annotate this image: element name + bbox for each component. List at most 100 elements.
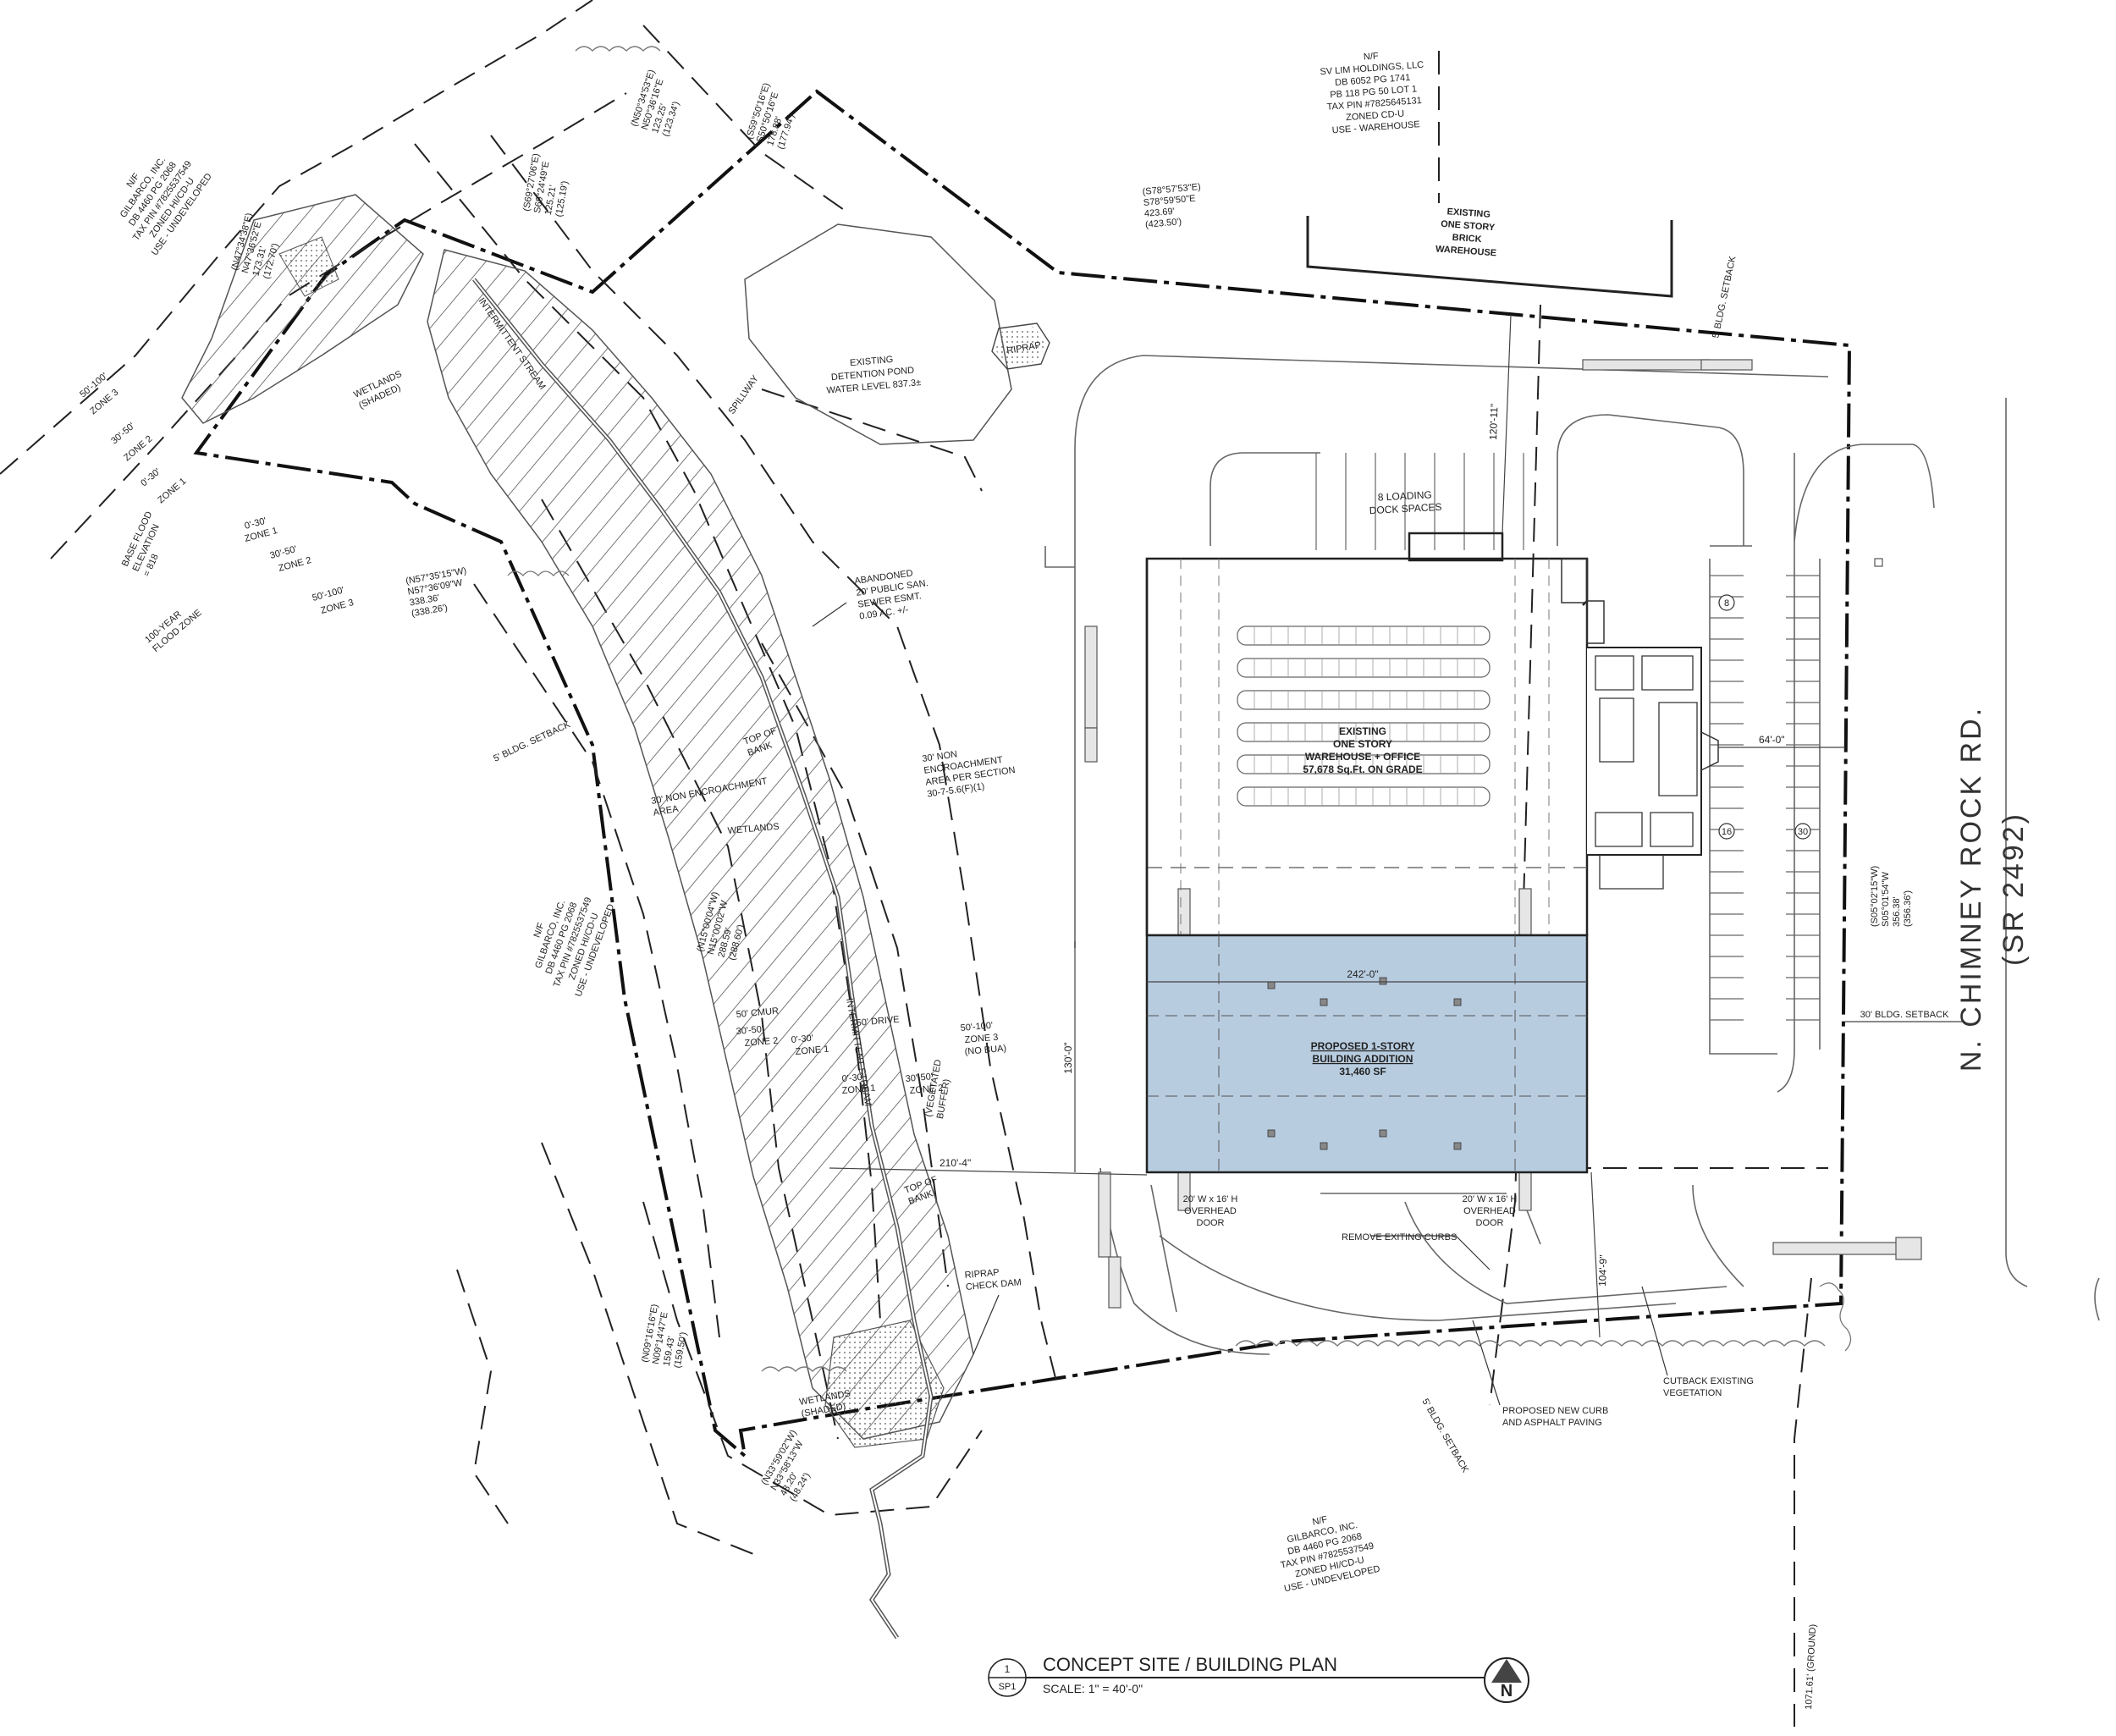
bearing-b11: 1071.61' (GROUND)	[1804, 1624, 1818, 1711]
pond-line: EXISTING	[850, 355, 894, 368]
bearing-line: (423.50')	[1145, 217, 1182, 230]
site-curbs	[1044, 355, 2100, 1355]
bearing-line: (S05°02'15"W)	[1870, 866, 1880, 927]
remove-curbs-note: REMOVE EXITING CURBS	[1342, 1232, 1457, 1243]
office-wing	[1587, 647, 1719, 890]
south-neighbor-text: N/F GILBARCO, INC. DB 4460 PG 2068 TAX P…	[1280, 1514, 1381, 1594]
rack-row	[1237, 786, 1491, 807]
zone-label: ZONE 2	[122, 434, 154, 464]
abandoned-sewer-label: ABANDONED 20' PUBLIC SAN. SEWER ESMT. 0.…	[854, 568, 929, 621]
bearing-b10: (N33°59'02"W) N33°58'13"W 48.20' (48.24'…	[759, 1428, 813, 1503]
stream-corridor	[181, 194, 974, 1640]
zone-label: 30'-50'	[905, 1072, 933, 1084]
note-line: AND ASPHALT PAVING	[1502, 1418, 1602, 1428]
svg-text:N: N	[1501, 1682, 1513, 1700]
warehouse-line: ONE STORY	[1441, 219, 1496, 233]
riprap-check-dam-label: RIPRAP CHECK DAM	[964, 1267, 1022, 1292]
title-block: 1 SP1 CONCEPT SITE / BUILDING PLAN SCALE…	[988, 1654, 1529, 1703]
spillway-label: SPILLWAY	[727, 373, 762, 416]
detention-pond-label: EXISTING DETENTION POND WATER LEVEL 837.…	[826, 355, 922, 396]
neighbor-line: USE - WAREHOUSE	[1331, 119, 1420, 135]
zone-label: ZONE 2	[909, 1083, 944, 1096]
check-dam-line: CHECK DAM	[965, 1277, 1022, 1292]
north-warehouse-label: EXISTING ONE STORY BRICK WAREHOUSE	[1435, 207, 1497, 258]
setback-northeast: 5' BLDG. SETBACK	[1711, 255, 1738, 339]
non-encroach-line: 30' NON	[922, 749, 958, 764]
dimension-height: 130'-0"	[1062, 1042, 1074, 1073]
loading-line: DOCK SPACES	[1369, 501, 1441, 516]
zone-label: ZONE 1	[156, 477, 188, 506]
addition-line: BUILDING ADDITION	[1313, 1053, 1413, 1065]
loading-line: 8 LOADING	[1377, 488, 1432, 503]
drawing-number: 1	[1005, 1663, 1011, 1675]
new-curb-note: PROPOSED NEW CURB AND ASPHALT PAVING	[1502, 1406, 1608, 1428]
existing-building-label: EXISTING ONE STORY WAREHOUSE + OFFICE 57…	[1303, 725, 1422, 775]
road-label: N. CHIMNEY ROCK RD. (SR 2492)	[1955, 706, 2030, 1072]
addition-line: 31,460 SF	[1339, 1066, 1386, 1077]
door-line: 20' W x 16' H	[1463, 1194, 1518, 1204]
rack-row	[1237, 658, 1491, 678]
bearing-b6: (N57°35'15"W) N57°36'09"W 338.36' (338.2…	[405, 566, 467, 620]
east-parking-stalls	[1315, 453, 1820, 1021]
zone-label: 50'-100'	[960, 1021, 993, 1033]
north-arrow-icon: N	[1484, 1657, 1529, 1703]
dimension-east: 64'-0"	[1759, 734, 1785, 746]
loading-dock-label: 8 LOADING DOCK SPACES	[1369, 488, 1441, 516]
zone-label: 50' CMUR	[736, 1006, 779, 1020]
zone-label: 0'-30'	[841, 1072, 864, 1084]
dimension-north: 120'-11"	[1487, 404, 1500, 440]
site-marker	[1874, 558, 1883, 567]
bearing-b3: (N50°34'53"E) N50°36'16"E 123.25' (123.3…	[629, 69, 681, 138]
wetlands-shaded-top: WETLANDS (SHADED)	[352, 369, 403, 411]
zone-label: (NO BUA)	[964, 1044, 1006, 1057]
bearing-b1: (S59°50'16"E) S50°50'16"E 178.88' (177.9…	[744, 81, 796, 151]
zone-label: ZONE 1	[795, 1044, 829, 1057]
addition-label: PROPOSED 1-STORY BUILDING ADDITION 31,46…	[1311, 1040, 1415, 1077]
north-warehouse-outline	[1306, 216, 1673, 298]
northwest-neighbor-text: N/F GILBARCO, INC. DB 4460 PG 2068 TAX P…	[118, 155, 214, 257]
check-dam-line: RIPRAP	[964, 1267, 1000, 1281]
zone-label: 30'-50'	[269, 544, 298, 561]
note-line: VEGETATION	[1663, 1388, 1722, 1398]
wetlands-label: WETLANDS	[727, 822, 780, 836]
racking-rows	[1237, 626, 1491, 807]
neighbor-line: N/F	[1364, 51, 1380, 62]
dimension-west: 210'-4"	[940, 1157, 971, 1169]
zone-label: ZONE 1	[841, 1083, 876, 1096]
bearing-b8: (S05°02'15"W) S05°01'54"W 356.38' (356.3…	[1870, 866, 1913, 927]
zone-label: 0'-30'	[139, 466, 163, 488]
bearing-line: (356.36')	[1903, 890, 1913, 927]
bearing-b2: (S78°57'53"E) S78°59'50"E 423.69' (423.5…	[1142, 182, 1201, 230]
overhead-door-label-west: 20' W x 16' H OVERHEAD DOOR	[1183, 1194, 1238, 1228]
door-line: DOOR	[1197, 1218, 1225, 1228]
zone-label: ZONE 2	[744, 1036, 779, 1049]
parking-count: 8	[1724, 598, 1729, 609]
road-route: (SR 2492)	[1998, 812, 2030, 966]
parking-count: 16	[1722, 827, 1732, 837]
door-line: OVERHEAD	[1184, 1206, 1237, 1216]
setback-northwest: 5' BLDG. SETBACK	[492, 719, 572, 764]
bearing-line: 423.69'	[1143, 207, 1175, 219]
neighbor-line: ZONED CD-U	[1346, 108, 1405, 123]
zone-label: 30'-50'	[109, 421, 136, 446]
sheet-number: SP1	[999, 1682, 1017, 1692]
cutback-note: CUTBACK EXISTING VEGETATION	[1663, 1376, 1754, 1398]
bearing-line: S78°59'50"E	[1143, 194, 1196, 208]
road-name: N. CHIMNEY ROCK RD.	[1955, 706, 1987, 1072]
zone-label: 0'-30'	[791, 1033, 813, 1045]
detention-pond	[744, 223, 1050, 445]
existing-building-line: WAREHOUSE + OFFICE	[1305, 751, 1420, 763]
rack-row	[1237, 722, 1491, 742]
note-leaders	[812, 602, 1668, 1406]
warehouse-line: EXISTING	[1446, 207, 1491, 220]
setback-south: 5' BLDG. SETBACK	[1419, 1397, 1470, 1475]
door-line: OVERHEAD	[1463, 1206, 1516, 1216]
zone-label: ZONE 3	[964, 1033, 999, 1045]
addition-line: PROPOSED 1-STORY	[1311, 1040, 1415, 1052]
drawing-scale: SCALE: 1" = 40'-0"	[1043, 1682, 1143, 1695]
bearing-b4: (S69°27'06"E) S69°24'49"E 125.21' (125.1…	[521, 152, 570, 218]
west-neighbor-text: N/F GILBARCO, INC. DB 4460 PG 2068 TAX P…	[532, 896, 617, 999]
tree-line	[507, 46, 1852, 1372]
zone-label: 30'-50'	[736, 1024, 763, 1037]
